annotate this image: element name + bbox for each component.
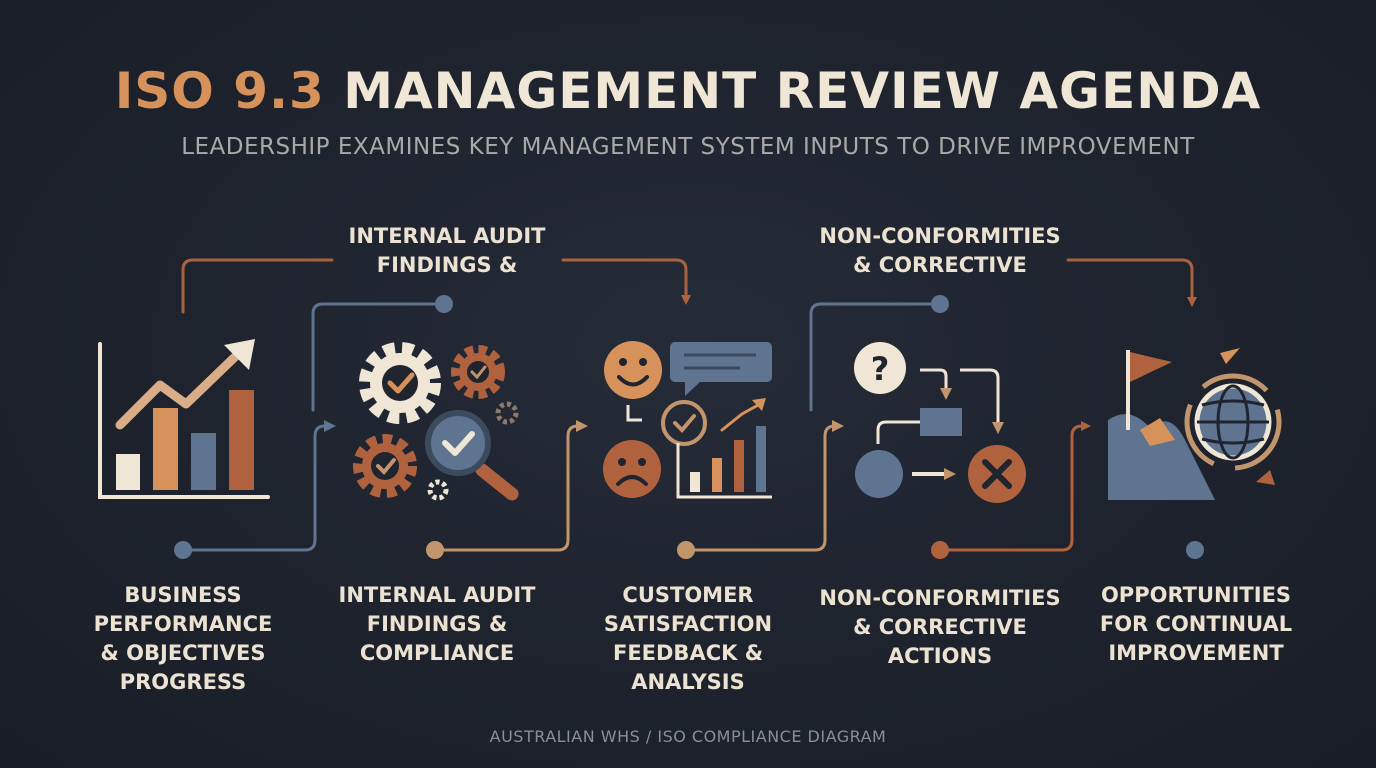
lower-connector-2 xyxy=(441,420,588,552)
lower-connector-4 xyxy=(946,421,1091,552)
title-main: MANAGEMENT REVIEW AGENDA xyxy=(343,62,1262,120)
lower-connector-1 xyxy=(189,420,336,552)
top-label-internal-audit: INTERNAL AUDIT FINDINGS & xyxy=(348,224,546,277)
question-flow-x-icon: ? xyxy=(854,342,1026,503)
top-connector-2 xyxy=(1066,258,1197,307)
slate-connector-1 xyxy=(311,302,438,412)
slate-connector-2 xyxy=(809,302,934,412)
step-label-continual-improvement: OPPORTUNITIES FOR CONTINUAL IMPROVEMENT xyxy=(1099,583,1293,665)
smiley-feedback-chart-icon xyxy=(603,341,772,499)
page-subtitle: LEADERSHIP EXAMINES KEY MANAGEMENT SYSTE… xyxy=(181,134,1195,160)
bar-chart-trend-icon xyxy=(98,339,270,499)
top-connector-1 xyxy=(181,258,691,314)
footer-caption: AUSTRALIAN WHS / ISO COMPLIANCE DIAGRAM xyxy=(489,727,887,746)
svg-text:?: ? xyxy=(871,350,890,388)
lower-connector-3 xyxy=(692,420,844,552)
connector-dot xyxy=(174,541,192,559)
connector-dot xyxy=(677,541,695,559)
top-label-non-conformities: NON-CONFORMITIES & CORRECTIVE xyxy=(819,224,1061,277)
connector-dot xyxy=(1186,541,1204,559)
connector-dot xyxy=(426,541,444,559)
step-label-internal-audit: INTERNAL AUDIT FINDINGS & COMPLIANCE xyxy=(338,583,536,665)
step-label-non-conformities: NON-CONFORMITIES & CORRECTIVE ACTIONS xyxy=(819,586,1061,668)
step-label-customer-satisfaction: CUSTOMER SATISFACTION FEEDBACK & ANALYSI… xyxy=(603,583,773,694)
title-accent: ISO 9.3 xyxy=(114,62,325,120)
connector-dot xyxy=(435,295,453,313)
flag-globe-cycle-icon xyxy=(1108,348,1282,500)
connector-dot xyxy=(931,541,949,559)
connector-dot xyxy=(931,295,949,313)
page-title: ISO 9.3 MANAGEMENT REVIEW AGENDA xyxy=(0,62,1376,120)
gears-magnifier-check-icon xyxy=(353,342,519,501)
step-label-business-performance: BUSINESS PERFORMANCE & OBJECTIVES PROGRE… xyxy=(93,583,273,694)
